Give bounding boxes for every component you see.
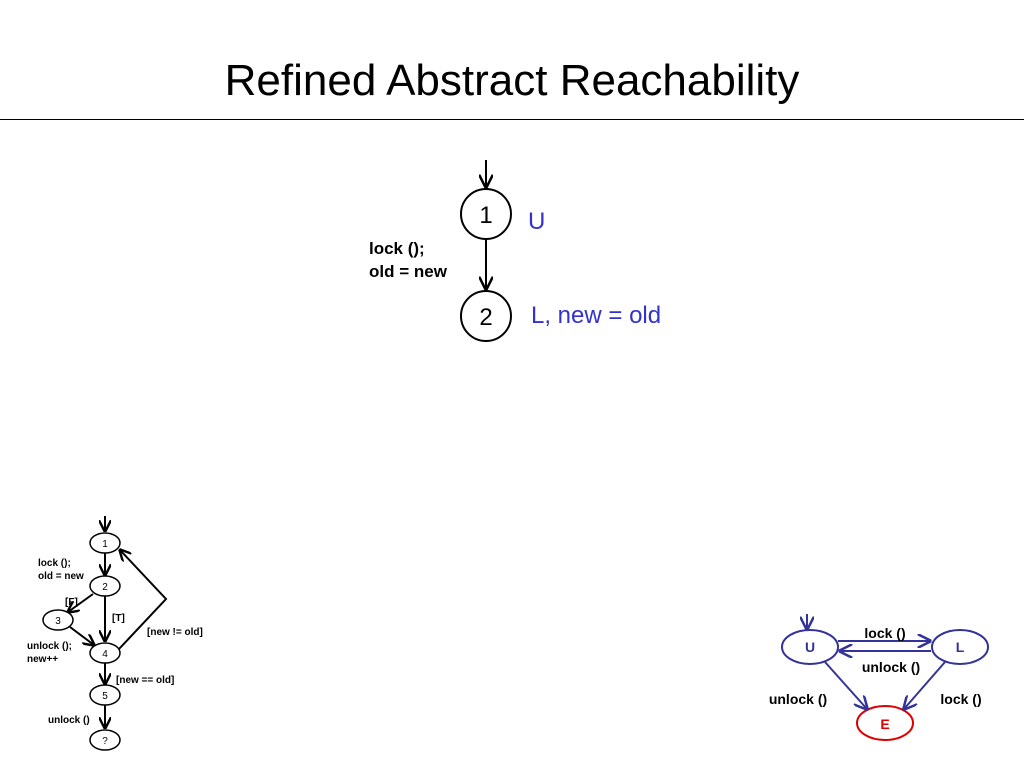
edge-u-e-label: unlock () (769, 691, 827, 707)
edge-u-e (824, 661, 867, 709)
cfg-node-4-label: 4 (102, 649, 108, 660)
edge-u-l-label: lock () (864, 625, 905, 641)
edge-l-u-label: unlock () (862, 659, 920, 675)
node-1-label: 1 (479, 202, 492, 229)
small-cfg: 1 lock (); old = new 2 [F] [T] 3 unlock … (27, 516, 203, 751)
cfg-edge-2-3 (68, 593, 94, 612)
edge-label-lock: lock (); (369, 239, 425, 258)
edge-label-assign: old = new (369, 262, 448, 281)
state-l-label: L (956, 639, 965, 655)
cfg-label-final-unlock: unlock () (48, 715, 90, 726)
cfg-node-unknown-label: ? (102, 736, 108, 747)
state-l (931, 629, 989, 665)
node-2-label: 2 (479, 304, 492, 331)
cfg-edge-3-4 (69, 626, 94, 645)
cfg-node-2-label: 2 (102, 582, 108, 593)
cfg-node-5-label: 5 (102, 691, 108, 702)
cfg-label-neq: [new != old] (147, 627, 203, 638)
slide-title: Refined Abstract Reachability (224, 56, 800, 105)
cfg-back-edge-4-1 (119, 550, 168, 650)
state-u (781, 629, 839, 665)
state-e (856, 705, 914, 741)
edge-l-e-label: lock () (940, 691, 981, 707)
edge-l-e (904, 661, 946, 709)
cfg-label-old-new: old = new (38, 571, 84, 582)
cfg-node-3 (42, 609, 74, 631)
node-2-annotation: L, new = old (531, 302, 661, 329)
state-e-label: E (880, 716, 889, 732)
state-u-label: U (805, 639, 815, 655)
cfg-label-unlock: unlock (); (27, 641, 72, 652)
node-1-annotation: U (528, 208, 545, 235)
lock-automaton: U L E lock () unlock () unlock () lock (… (769, 614, 989, 741)
cfg-label-lock: lock (); (38, 558, 71, 569)
cfg-label-false: [F] (65, 597, 78, 608)
cfg-label-eq: [new == old] (116, 675, 174, 686)
cfg-node-3-label: 3 (55, 616, 61, 627)
cfg-label-true: [T] (112, 613, 125, 624)
cfg-label-new-inc: new++ (27, 654, 58, 665)
title-divider (0, 119, 1024, 120)
main-graph: 1 lock (); old = new 2 U L, new = old (369, 160, 661, 342)
cfg-node-1-label: 1 (102, 539, 108, 550)
cfg-node-unknown (89, 729, 121, 751)
node-2 (460, 290, 512, 342)
